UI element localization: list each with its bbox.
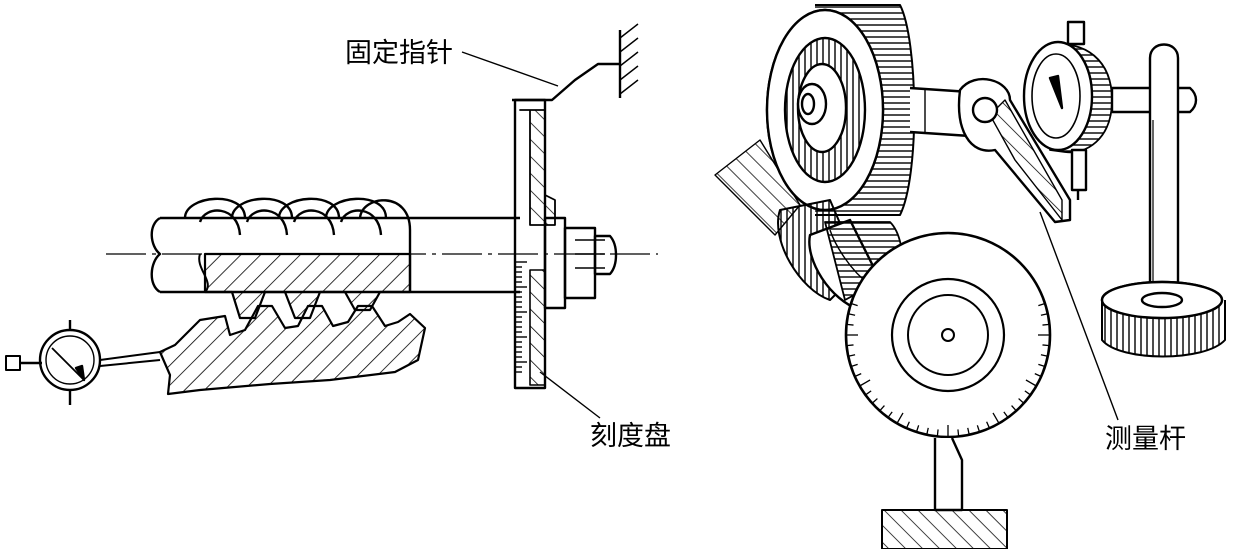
dial-indicator-right xyxy=(1022,20,1226,358)
wheel-scale-tick xyxy=(957,429,960,437)
wheel-scale-tick xyxy=(1038,302,1046,307)
wheel-scale-tick xyxy=(1034,373,1042,378)
wheel-scale-tick xyxy=(1024,390,1031,396)
wheel-scale-tick xyxy=(848,354,856,357)
wheel-scale-tick xyxy=(905,421,910,429)
wheel-scale-tick xyxy=(879,405,885,412)
graduated-wheel xyxy=(844,231,1052,549)
wheel-scale-tick xyxy=(850,363,858,368)
measuring-lever xyxy=(957,77,1072,224)
wheel-scale-tick xyxy=(896,412,904,424)
wheel-scale-tick xyxy=(848,313,856,316)
fixed-pointer xyxy=(512,23,639,102)
wheel-scale-tick xyxy=(854,373,862,378)
label-dial: 刻度盘 xyxy=(590,421,671,452)
dial-scale-ticks xyxy=(515,261,527,373)
wheel-scale-tick xyxy=(992,412,1000,424)
dial-leader xyxy=(539,371,601,419)
wheel-scale-tick xyxy=(850,302,858,307)
wheel-scale-tick xyxy=(1011,405,1017,412)
wheel-scale-ticks xyxy=(846,302,1050,437)
large-gear xyxy=(765,4,916,216)
wheel-scale-tick xyxy=(865,390,872,396)
label-measuring-rod: 测量杆 xyxy=(1105,424,1186,455)
wheel-scale-tick xyxy=(1042,323,1050,326)
right-figure xyxy=(714,4,1226,549)
wheel-scale-tick xyxy=(1040,313,1048,316)
wheel-scale-tick xyxy=(986,421,991,429)
wheel-scale-tick xyxy=(915,425,920,433)
fixed-pointer-leader xyxy=(461,51,559,87)
wheel-scale-tick xyxy=(936,429,939,437)
label-fixed-pointer: 固定指针 xyxy=(345,38,453,69)
wheel-scale-tick xyxy=(846,344,854,347)
wheel-scale-tick xyxy=(1038,363,1046,368)
measuring-rod-leader xyxy=(1039,211,1119,421)
graduated-dial-plate xyxy=(513,98,618,390)
wheel-scale-tick xyxy=(926,427,929,435)
wheel-scale-tick xyxy=(859,379,871,387)
wheel-scale-tick xyxy=(1018,398,1025,404)
wheel-scale-tick xyxy=(846,323,854,326)
wheel-scale-tick xyxy=(1025,379,1037,387)
wheel-scale-tick xyxy=(967,427,970,435)
wheel-scale-tick xyxy=(1003,411,1009,418)
wheel-scale-tick xyxy=(1042,344,1050,347)
dial-indicator-left xyxy=(5,320,161,405)
wheel-scale-tick xyxy=(1040,354,1048,357)
wheel-scale-tick xyxy=(871,398,878,404)
wheel-scale-tick xyxy=(887,411,893,418)
wheel-scale-tick xyxy=(976,425,981,433)
left-figure xyxy=(5,23,658,419)
worm-wheel-section xyxy=(158,304,427,396)
